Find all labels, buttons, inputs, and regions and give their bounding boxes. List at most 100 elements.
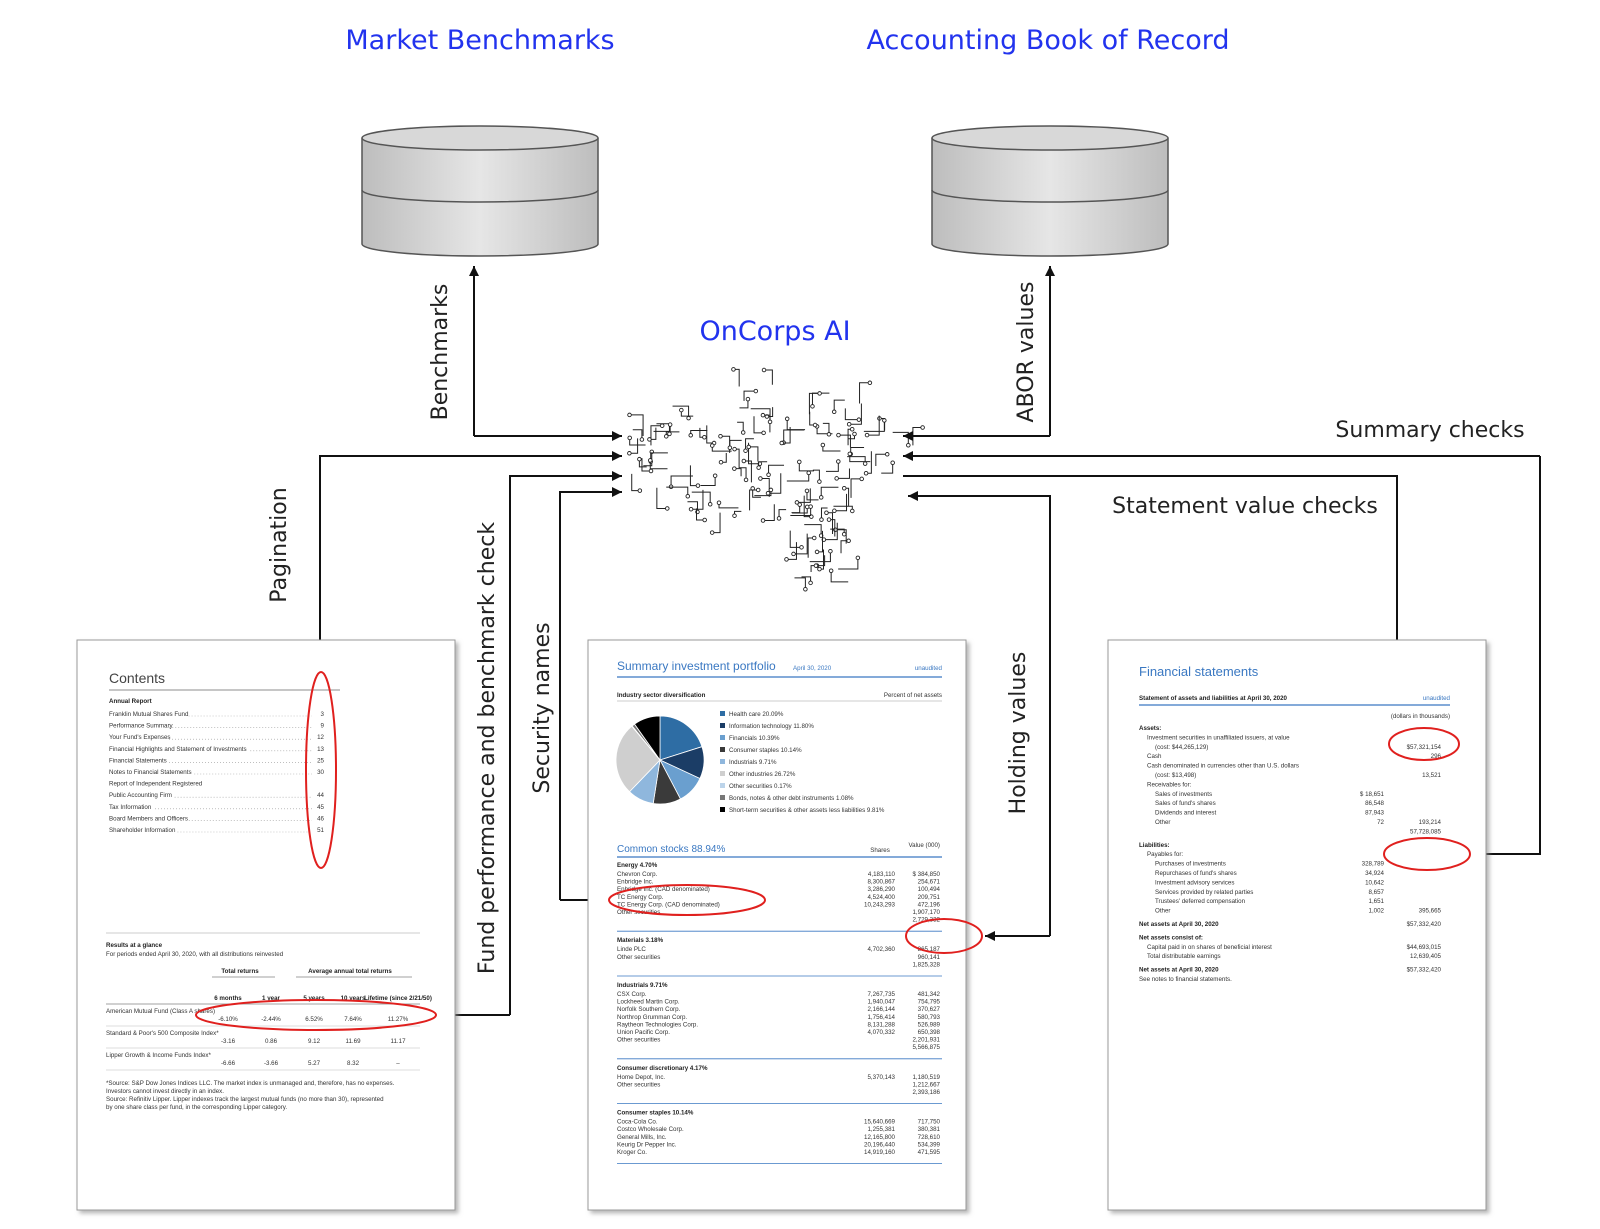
circuit-node: [818, 495, 824, 500]
circuit-trace: [768, 473, 782, 494]
results-footnote-4: by one share class per fund, in the corr…: [106, 1104, 287, 1111]
results-cell: -3.16: [221, 1038, 236, 1045]
circuit-node: [732, 466, 737, 471]
circuit-node: [799, 545, 804, 550]
circuit-trace: [749, 489, 759, 511]
financial-line-value-1: 8,657: [1369, 889, 1385, 896]
holdings-section-title: Materials 3.18%: [617, 937, 664, 944]
circuit-trace: [632, 429, 643, 440]
circuit-node: [627, 412, 632, 418]
ai-brain-circuit-icon: [627, 367, 925, 592]
circuit-trace: [786, 542, 797, 560]
holding-value: 865,187: [918, 946, 941, 953]
circuit-node: [767, 419, 773, 425]
holding-name: Enbridge Inc.: [617, 879, 654, 886]
circuit-node: [834, 476, 839, 481]
legend-swatch: [720, 723, 725, 728]
label-summary-checks: Summary checks: [1335, 418, 1524, 443]
circuit-trace: [823, 522, 838, 541]
circuit-trace: [850, 478, 862, 498]
circuit-node: [817, 391, 822, 396]
circuit-trace: [789, 530, 802, 548]
circuit-trace: [806, 490, 819, 501]
document-contents: Contents Annual Report Franklin Mutual S…: [76, 639, 456, 1211]
circuit-node: [740, 430, 746, 435]
contents-entry-page: 12: [317, 734, 324, 741]
circuit-node: [794, 500, 800, 505]
circuit-trace: [786, 472, 810, 482]
legend-swatch: [720, 783, 725, 788]
circuit-node: [855, 555, 861, 561]
circuit-trace: [734, 448, 740, 468]
circuit-trace: [720, 435, 731, 453]
circuit-node: [862, 461, 868, 466]
circuit-node: [761, 430, 766, 436]
circuit-trace: [822, 445, 841, 452]
contents-entry-page: 25: [317, 757, 324, 764]
circuit-node: [688, 506, 694, 512]
financial-line-value-1: 328,789: [1362, 861, 1385, 868]
legend-label: Financials 10.39%: [729, 735, 780, 742]
circuit-node: [732, 446, 737, 452]
legend-swatch: [720, 735, 725, 740]
holding-shares: 1,255,381: [867, 1126, 895, 1133]
circuit-node: [695, 483, 701, 488]
circuit-node: [755, 487, 761, 493]
circuit-node: [756, 465, 761, 470]
circuit-node: [627, 451, 632, 456]
holding-name: CSX Corp.: [617, 991, 647, 998]
circuit-trace: [794, 577, 806, 590]
circuit-node: [716, 500, 722, 506]
legend-swatch: [720, 771, 725, 776]
holding-shares: 3,286,290: [867, 886, 895, 893]
financial-line-label: Purchases of investments: [1155, 861, 1226, 868]
circuit-trace: [690, 430, 708, 436]
contents-entry-label: Report of Independent Registered: [109, 781, 203, 788]
circuit-trace: [733, 368, 740, 387]
results-cell: -6.66: [221, 1060, 236, 1067]
circuit-node: [718, 434, 723, 439]
holding-name: TC Energy Corp.: [617, 894, 664, 901]
holdings-section-title: Consumer discretionary 4.17%: [617, 1065, 708, 1072]
holding-name: Northrop Grumman Corp.: [617, 1014, 687, 1021]
circuit-node: [828, 548, 833, 554]
holding-shares: 14,919,160: [864, 1149, 896, 1156]
financial-line-value-2: $57,332,420: [1407, 921, 1442, 928]
financial-line-label: (cost: $44,265,129): [1155, 744, 1208, 751]
contents-entry-page: 45: [317, 804, 324, 811]
holding-shares: 1,940,047: [867, 999, 895, 1006]
holdings-section-title: Industrials 9.71%: [617, 982, 668, 989]
circuit-node: [820, 442, 826, 448]
holding-shares: 1,756,414: [867, 1014, 895, 1021]
financial-line-label: Investment securities in unaffiliated is…: [1147, 734, 1290, 741]
portfolio-unaudited: unaudited: [915, 665, 943, 672]
circuit-node: [710, 443, 715, 448]
circuit-trace: [838, 434, 851, 448]
results-row-name: Standard & Poor's 500 Composite Index*: [106, 1030, 219, 1037]
results-title: Results at a glance: [106, 942, 163, 949]
circuit-trace: [739, 399, 749, 409]
circuit-trace: [834, 493, 848, 512]
circuit-node: [784, 557, 789, 562]
circuit-node: [833, 527, 838, 533]
circuit-node: [797, 502, 802, 507]
pie-slice: [659, 715, 703, 761]
circuit-node: [846, 422, 852, 427]
results-footnote-2: Investors cannot invest directly in an i…: [106, 1088, 224, 1095]
contents-entry-page: 46: [317, 815, 324, 822]
circuit-trace: [881, 462, 894, 474]
label-statement-value-checks: Statement value checks: [1112, 494, 1378, 519]
results-cell: 8.32: [347, 1060, 360, 1067]
pie-slice: [615, 725, 661, 793]
arrow-summary-checks: [1472, 456, 1541, 859]
sector-pie-chart: [615, 715, 705, 805]
results-row-name: American Mutual Fund (Class A shares): [106, 1008, 215, 1015]
abor-title: Accounting Book of Record: [866, 25, 1229, 56]
pie-slice: [633, 715, 661, 762]
results-col-group-total: Total returns: [221, 968, 259, 975]
holding-name: Linde PLC: [617, 946, 646, 953]
highlight-security-name: [608, 884, 766, 916]
holding-name: Norfolk Southern Corp.: [617, 1006, 681, 1013]
circuit-node: [743, 477, 749, 483]
results-column-header: 6 months: [214, 995, 242, 1002]
